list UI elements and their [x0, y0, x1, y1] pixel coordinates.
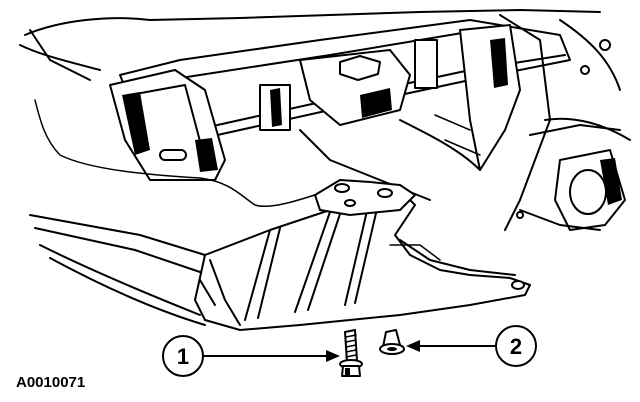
figure-id-label: A0010071 — [16, 374, 85, 391]
callout-1-number: 1 — [177, 344, 189, 369]
wire-harness — [34, 99, 331, 208]
bolt-fastener — [339, 329, 363, 377]
splash-shield — [29, 179, 531, 331]
frame-crossmember — [19, 9, 631, 231]
callout-2-number: 2 — [510, 334, 522, 359]
callout-2-arrowhead — [406, 340, 420, 352]
callout-2: 2 — [406, 325, 537, 367]
callout-1: 1 — [162, 335, 340, 377]
push-pin-retainer — [379, 329, 405, 355]
callout-1-arrowhead — [326, 350, 340, 362]
